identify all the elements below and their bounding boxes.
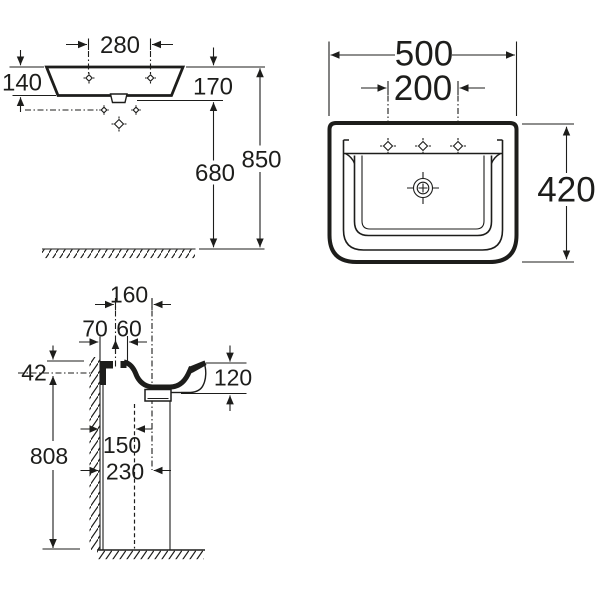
floor-hatch xyxy=(42,249,195,259)
drain-hole-icon xyxy=(111,116,127,132)
dim-label-200: 200 xyxy=(394,69,452,108)
basin-rear-outline xyxy=(44,65,186,97)
centerline xyxy=(87,51,152,75)
dim-label-230: 230 xyxy=(106,459,144,485)
rear-elevation-view: 280 140 170 680 850 xyxy=(2,32,282,259)
extension-lines xyxy=(522,123,574,263)
wall-hatch xyxy=(89,357,100,550)
tap-hole-icon xyxy=(415,138,431,154)
dim-label-70: 70 xyxy=(82,316,108,342)
floor-hatch xyxy=(97,550,204,560)
dim-label-808: 808 xyxy=(30,443,68,469)
bowl-outline xyxy=(353,155,493,237)
dim-label-140: 140 xyxy=(2,70,42,97)
tap-hole-icon xyxy=(450,138,466,154)
mount-hole-icon xyxy=(99,105,109,115)
overflow-notch xyxy=(109,93,128,104)
dim-label-500: 500 xyxy=(395,35,453,74)
mount-hole-icon xyxy=(131,105,141,115)
basin-section xyxy=(100,359,207,402)
dim-ticks xyxy=(87,38,152,50)
drain-icon xyxy=(407,172,439,204)
dim-ticks xyxy=(387,81,459,95)
extension-lines xyxy=(9,66,265,250)
basin-inner-rim xyxy=(342,140,504,251)
front-apron-line xyxy=(181,362,207,394)
dim-label-850: 850 xyxy=(241,147,281,174)
deck-front-of-hole xyxy=(120,361,127,368)
dim-label-160: 160 xyxy=(110,282,148,308)
dim-label-420: 420 xyxy=(537,171,595,210)
waste-outlet-box xyxy=(144,388,172,402)
dim-label-60: 60 xyxy=(116,316,142,342)
dim-label-120: 120 xyxy=(214,365,252,391)
dim-label-170: 170 xyxy=(193,74,233,101)
dim-label-680: 680 xyxy=(195,160,235,187)
tap-hole-icon xyxy=(380,138,396,154)
bowl-inner-contour xyxy=(361,155,485,230)
bowl-section-wall xyxy=(123,359,194,390)
extension-lines xyxy=(328,41,518,116)
deck-back xyxy=(100,361,113,369)
side-section-view: 160 70 60 42 808 120 150 xyxy=(18,282,252,560)
front-plan-view: 500 200 xyxy=(327,35,596,264)
dim-label-280: 280 xyxy=(100,32,140,59)
dim-label-150: 150 xyxy=(103,432,141,458)
back-mount-bar xyxy=(100,361,106,385)
front-rim-section xyxy=(188,360,207,375)
